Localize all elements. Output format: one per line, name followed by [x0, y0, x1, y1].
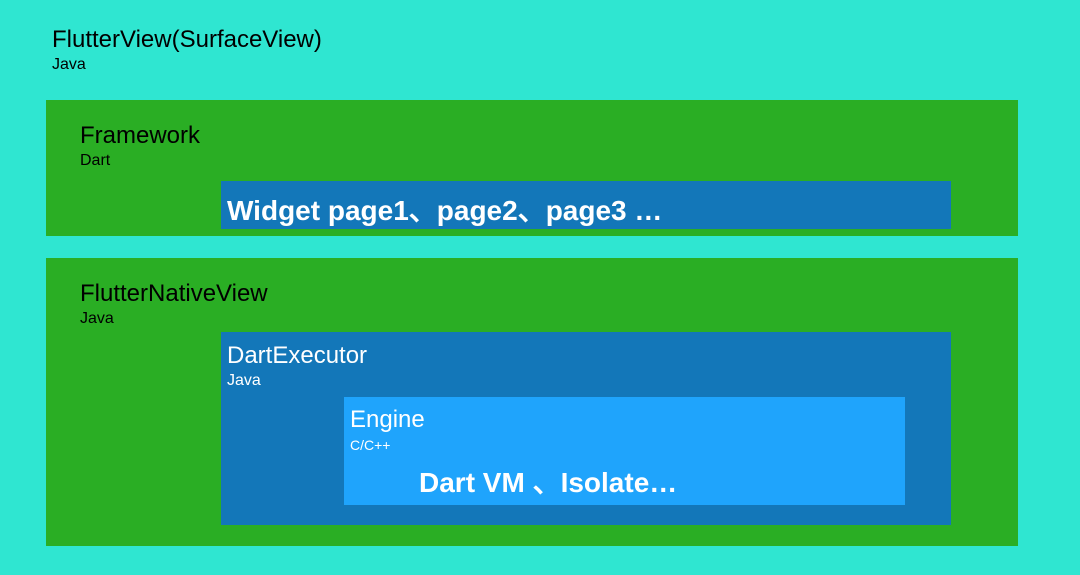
- flutterview-lang: Java: [52, 56, 86, 73]
- dart-executor-lang: Java: [227, 372, 261, 389]
- native-view-box: FlutterNativeView Java DartExecutor Java…: [46, 258, 1018, 546]
- engine-lang: C/C++: [350, 437, 391, 453]
- flutterview-title: FlutterView(SurfaceView): [52, 26, 322, 53]
- framework-lang: Dart: [80, 152, 111, 169]
- dart-executor-title: DartExecutor: [227, 342, 368, 369]
- engine-content: Dart VM 、Isolate…: [419, 467, 678, 498]
- widget-box: Widget page1、page2、page3 …: [221, 181, 951, 229]
- engine-title: Engine: [350, 406, 425, 433]
- native-view-title: FlutterNativeView: [80, 280, 268, 307]
- engine-box: Engine C/C++ Dart VM 、Isolate…: [344, 397, 905, 505]
- native-view-lang: Java: [80, 310, 114, 327]
- framework-box: Framework Dart Widget page1、page2、page3 …: [46, 100, 1018, 236]
- widget-text: Widget page1、page2、page3 …: [227, 195, 663, 226]
- framework-title: Framework: [80, 122, 201, 149]
- dart-executor-box: DartExecutor Java Engine C/C++ Dart VM 、…: [221, 332, 951, 525]
